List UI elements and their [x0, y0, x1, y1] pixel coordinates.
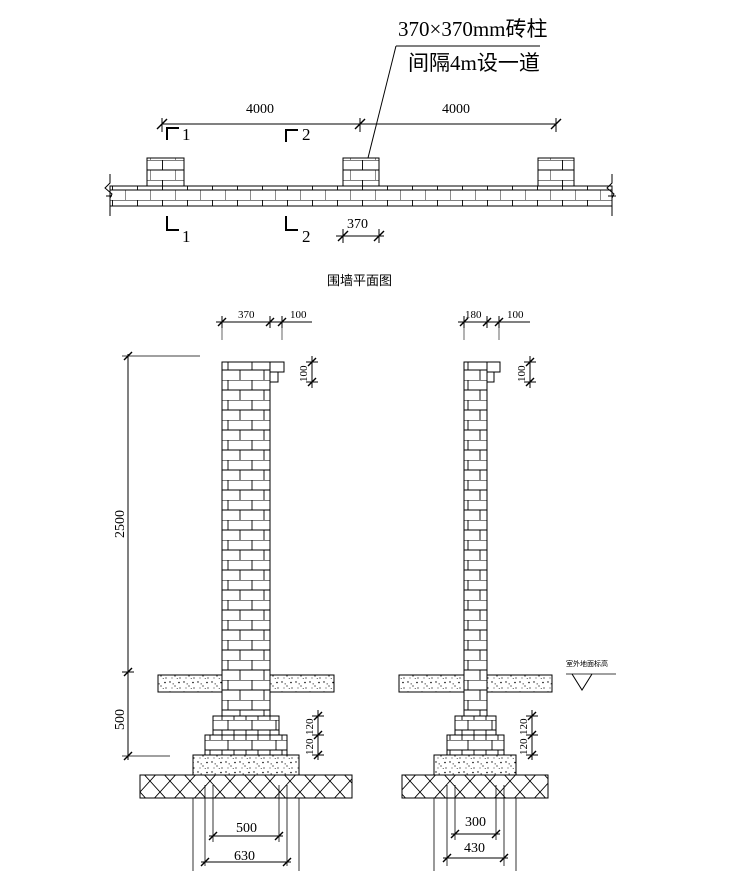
plan-pier-3	[537, 157, 575, 187]
plan-break-left	[104, 174, 113, 216]
plan-wall	[109, 185, 613, 207]
pier-footing-dimension: 500 630	[192, 785, 300, 871]
svg-text:100: 100	[290, 309, 307, 321]
plan-view: 4000 4000 1 2 1 2	[104, 102, 616, 289]
span-right-label: 4000	[442, 102, 470, 117]
pier-step-2	[204, 734, 288, 756]
wall-column	[463, 361, 488, 717]
svg-text:1: 1	[182, 227, 191, 246]
ground-level-label: 室外地面标高	[566, 659, 608, 668]
svg-text:2500: 2500	[113, 510, 128, 538]
wall-step-2	[446, 734, 505, 756]
svg-text:120: 120	[304, 718, 316, 735]
pier-concrete-pad	[192, 754, 300, 776]
pier-top-dimension: 370 100	[216, 309, 312, 340]
plan-span-dimension: 4000 4000	[156, 102, 562, 132]
svg-text:100: 100	[516, 365, 528, 382]
svg-text:630: 630	[234, 849, 255, 864]
pier-soil-base	[139, 774, 353, 799]
pier-section: 370 100 100 2500 500	[113, 309, 353, 871]
wall-step-dimension: 120 120	[518, 710, 538, 760]
pier-ground-right	[269, 674, 335, 693]
wall-ground-left	[398, 674, 465, 693]
wall-footing-dimension: 300 430	[433, 785, 517, 871]
wall-section: 180 100 100 室外地面标高	[398, 309, 616, 871]
plan-title: 围墙平面图	[327, 274, 392, 289]
span-left-label: 4000	[246, 102, 274, 117]
svg-text:2: 2	[302, 125, 311, 144]
svg-text:500: 500	[236, 821, 257, 836]
pier-column	[221, 361, 271, 717]
pier-ground-left	[157, 674, 223, 693]
svg-text:100: 100	[298, 365, 310, 382]
wall-top-dimension: 180 100	[458, 309, 530, 340]
wall-concrete-pad	[433, 754, 517, 776]
svg-text:1: 1	[182, 125, 191, 144]
wall-step-1	[454, 715, 497, 736]
pier-width-dimension: 370	[336, 217, 385, 243]
wall-soil-base	[401, 774, 549, 799]
svg-text:300: 300	[465, 815, 486, 830]
pier-step-1	[212, 715, 280, 736]
wall-cap-height-dimension: 100	[516, 356, 536, 388]
svg-text:430: 430	[464, 841, 485, 856]
pier-step-dimension: 120 120	[304, 710, 324, 760]
pier-cap-height-dimension: 100	[298, 356, 318, 388]
svg-text:370: 370	[238, 309, 255, 321]
note-line1: 370×370mm砖柱	[398, 17, 548, 41]
section-marks: 1 2 1 2	[166, 125, 311, 246]
plan-pier-2	[342, 157, 380, 187]
plan-break-right	[606, 174, 615, 216]
svg-text:2: 2	[302, 227, 311, 246]
pier-note: 370×370mm砖柱 间隔4m设一道	[367, 17, 548, 159]
svg-text:500: 500	[113, 709, 128, 730]
wall-ground-right	[486, 674, 553, 693]
pier-height-dimension: 2500 500	[113, 351, 200, 761]
svg-text:370: 370	[347, 217, 368, 232]
ground-level-mark: 室外地面标高	[566, 659, 616, 691]
svg-text:180: 180	[465, 309, 482, 321]
svg-text:120: 120	[518, 718, 530, 735]
note-line2: 间隔4m设一道	[408, 51, 540, 75]
svg-text:120: 120	[518, 738, 530, 755]
svg-text:100: 100	[507, 309, 524, 321]
svg-text:120: 120	[304, 738, 316, 755]
plan-pier-1	[146, 157, 185, 187]
